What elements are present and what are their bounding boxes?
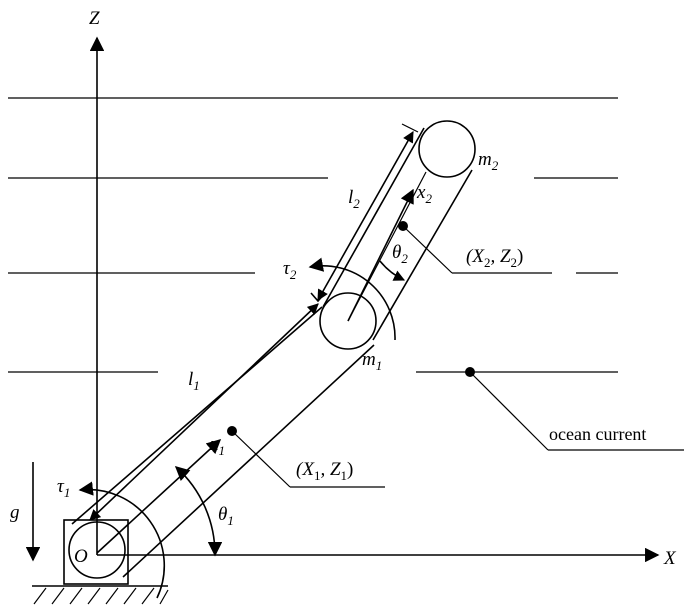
x-axis-label: X bbox=[663, 548, 677, 569]
origin-label: O bbox=[74, 546, 88, 567]
link-1-extension-line bbox=[347, 171, 427, 322]
theta-2-label: θ2 bbox=[392, 242, 408, 266]
base bbox=[32, 519, 169, 605]
link-1-axis-label: x1 bbox=[209, 434, 225, 458]
link-1-com-leader bbox=[231, 430, 291, 488]
ocean-current-leader bbox=[469, 371, 549, 451]
link-1-com-label: (X1, Z1) bbox=[296, 459, 353, 483]
link-2-edge-upper bbox=[322, 127, 425, 308]
water-lines bbox=[8, 97, 618, 373]
link-2-com-leader bbox=[402, 225, 453, 274]
link-2-end-tick bbox=[401, 123, 419, 133]
link-2-com-label: (X2, Z2) bbox=[466, 246, 523, 270]
link-2-axis-label: x2 bbox=[416, 182, 432, 206]
link-2-length-label: l2 bbox=[348, 187, 360, 211]
joint-1-circle bbox=[68, 521, 126, 579]
link-1 bbox=[71, 303, 375, 578]
tau-1-arc bbox=[78, 481, 166, 599]
tau-2-tick bbox=[310, 292, 326, 303]
gravity-label: g bbox=[10, 502, 20, 523]
theta-2-arc bbox=[379, 260, 406, 281]
link-2-end-circle bbox=[418, 120, 476, 178]
tau-1-label: τ1 bbox=[57, 476, 70, 500]
link-2-mass-label: m2 bbox=[478, 149, 499, 173]
link-2-length-arrow bbox=[317, 131, 414, 301]
link-1-length-arrow bbox=[89, 303, 319, 521]
link-1-axis-arrow bbox=[96, 439, 222, 554]
link-1-length-label: l1 bbox=[188, 369, 200, 393]
tau-2-label: τ2 bbox=[283, 258, 297, 282]
theta-1-arc bbox=[174, 466, 223, 557]
ground-hatch bbox=[33, 587, 169, 605]
link-1-mass-label: m1 bbox=[362, 349, 382, 373]
theta-1-label: θ1 bbox=[218, 504, 234, 528]
z-axis-label: Z bbox=[89, 8, 100, 29]
ocean-current-label: ocean current bbox=[549, 424, 646, 444]
tau-2-arc bbox=[308, 257, 396, 341]
